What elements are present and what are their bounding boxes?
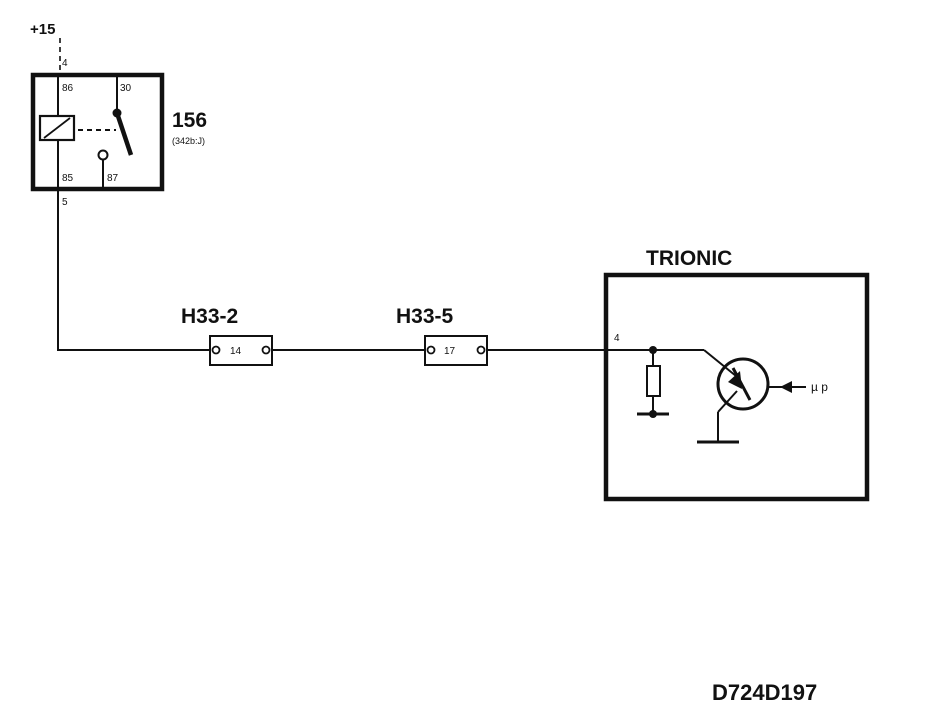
connector-h33-5: H33-5 17 (396, 305, 488, 366)
trionic-title: TRIONIC (646, 247, 732, 270)
switch-contact-87 (97, 149, 109, 161)
control-input-arrow-icon (780, 381, 792, 393)
wire-relay-to-h33-2 (57, 189, 210, 351)
trionic-box (603, 272, 870, 502)
relay-box (30, 72, 165, 192)
resistor-ground-dot (649, 410, 657, 418)
connector-h33-5-pin-number: 17 (444, 346, 456, 357)
drawing-id: D724D197 (712, 680, 817, 705)
control-input-label: µ p (811, 380, 828, 394)
trionic-ecu: TRIONIC 4 µ p (603, 247, 870, 502)
connector-h33-5-pin-right (476, 345, 486, 355)
connector-h33-5-label: H33-5 (396, 305, 454, 328)
relay-pin-87-label: 87 (107, 173, 119, 184)
transistor-base-bar (731, 367, 752, 401)
relay-pin-top-label: 4 (62, 58, 68, 69)
relay-156: 86 30 85 87 (30, 72, 165, 192)
connector-h33-2-pin-left (211, 345, 221, 355)
transistor-arrow-icon (728, 371, 742, 389)
pulldown-resistor (646, 365, 661, 397)
transistor-collector (703, 349, 737, 377)
connector-h33-2-pin-right (261, 345, 271, 355)
switch-blade (114, 112, 134, 156)
relay-pin-bottom-label: 5 (62, 197, 68, 208)
relay-ref-label: (342b:J) (172, 136, 205, 146)
connector-h33-2-pin-number: 14 (230, 346, 242, 357)
relay-pin-85-label: 85 (62, 173, 74, 184)
connector-h33-5-pin-left (426, 345, 436, 355)
supply-label: +15 (30, 21, 55, 38)
relay-pin-30-label: 30 (120, 83, 132, 94)
trionic-pin-label: 4 (614, 333, 620, 344)
connector-h33-2-label: H33-2 (181, 305, 238, 328)
relay-id-label: 156 (172, 109, 207, 132)
relay-coil-diagonal (43, 117, 71, 139)
connector-h33-2: H33-2 14 (181, 305, 273, 366)
relay-pin-86-label: 86 (62, 83, 74, 94)
transistor-emitter (717, 390, 738, 413)
